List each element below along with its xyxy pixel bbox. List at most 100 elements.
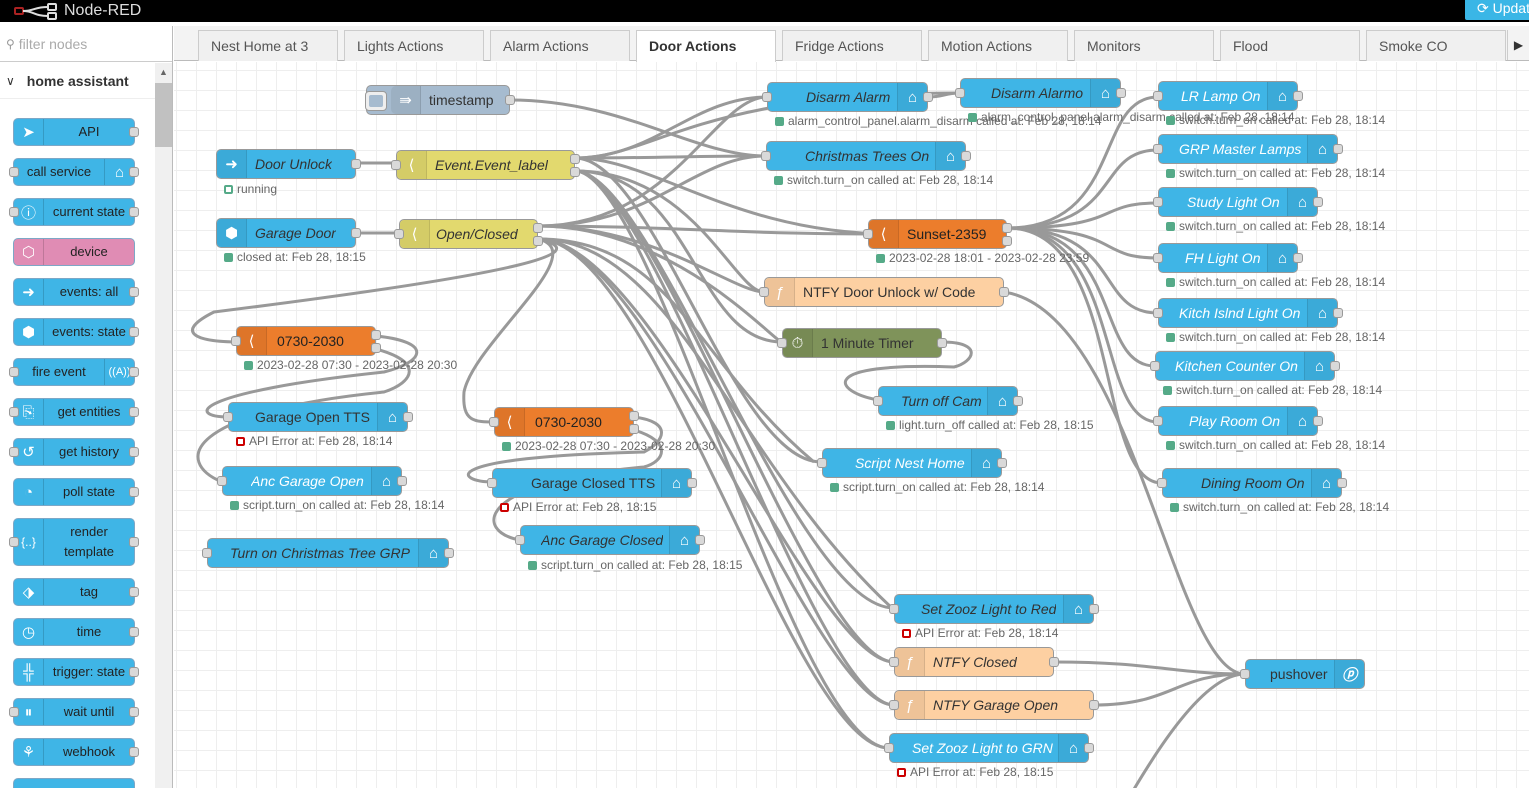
output-port[interactable] bbox=[961, 151, 971, 161]
input-port[interactable] bbox=[1153, 308, 1163, 318]
call-service-node-garage-open-tts[interactable]: Garage Open TTS ⌂ bbox=[223, 402, 413, 432]
palette-node-events-all[interactable]: ➜events: all bbox=[13, 278, 139, 306]
input-port[interactable] bbox=[889, 657, 899, 667]
output-port[interactable] bbox=[1089, 700, 1099, 710]
output-port[interactable] bbox=[129, 537, 139, 547]
input-port[interactable] bbox=[487, 478, 497, 488]
tab-smoke-co[interactable]: Smoke CO bbox=[1366, 30, 1506, 61]
input-port[interactable] bbox=[217, 476, 227, 486]
output-port[interactable] bbox=[403, 412, 413, 422]
input-port[interactable] bbox=[231, 336, 241, 346]
output-port[interactable] bbox=[1313, 197, 1323, 207]
time-range-node-2[interactable]: ⟨ 0730-2030 bbox=[489, 407, 639, 437]
palette-node-wait-until[interactable]: ⏸wait until bbox=[9, 698, 139, 726]
input-port[interactable] bbox=[9, 707, 19, 717]
tab-flood[interactable]: Flood bbox=[1220, 30, 1360, 61]
output-port[interactable] bbox=[1116, 88, 1126, 98]
palette-node-get-history[interactable]: ↺get history bbox=[9, 438, 139, 466]
palette-node-webhook[interactable]: ⚘webhook bbox=[13, 738, 139, 766]
output-port[interactable] bbox=[1293, 91, 1303, 101]
tab-alarm-actions[interactable]: Alarm Actions bbox=[490, 30, 630, 61]
input-port[interactable] bbox=[955, 88, 965, 98]
call-service-node-disarm-alarm[interactable]: Disarm Alarm ⌂ bbox=[762, 82, 933, 112]
call-service-node-christmas-grp[interactable]: Turn on Christmas Tree GRP ⌂ bbox=[202, 538, 454, 568]
delay-node-timer[interactable]: ⏱ 1 Minute Timer bbox=[777, 328, 947, 358]
call-service-node-turn-off-cam[interactable]: Turn off Cam ⌂ bbox=[873, 386, 1023, 416]
output-port[interactable] bbox=[937, 338, 947, 348]
output-port[interactable] bbox=[397, 476, 407, 486]
tab-motion-actions[interactable]: Motion Actions bbox=[928, 30, 1068, 61]
output-port[interactable] bbox=[371, 330, 381, 340]
palette-node-trigger-state[interactable]: ╬trigger: state bbox=[13, 658, 139, 686]
output-port[interactable] bbox=[695, 535, 705, 545]
output-port[interactable] bbox=[351, 228, 361, 238]
events-state-node-garage-door[interactable]: ⬢ Garage Door bbox=[216, 218, 361, 248]
output-port[interactable] bbox=[129, 747, 139, 757]
palette-node-get-entities[interactable]: ⎘get entities bbox=[9, 398, 139, 426]
output-port[interactable] bbox=[129, 707, 139, 717]
palette-node-api[interactable]: ➤API bbox=[13, 118, 139, 146]
output-port[interactable] bbox=[533, 223, 543, 233]
palette-node-call-service[interactable]: call service⌂ bbox=[9, 158, 139, 186]
palette-filter[interactable]: ⚲ filter nodes bbox=[0, 26, 172, 62]
input-port[interactable] bbox=[1153, 416, 1163, 426]
input-port[interactable] bbox=[889, 700, 899, 710]
function-node-ntfy-garage-open[interactable]: ƒ NTFY Garage Open bbox=[889, 690, 1099, 720]
output-port[interactable] bbox=[570, 154, 580, 164]
output-port[interactable] bbox=[371, 343, 381, 353]
output-port[interactable] bbox=[570, 167, 580, 177]
function-node-ntfy-closed[interactable]: ƒ NTFY Closed bbox=[889, 647, 1059, 677]
call-service-node-zooz-grn[interactable]: Set Zooz Light to GRN ⌂ bbox=[884, 733, 1094, 763]
call-service-node-kitchen-counter[interactable]: Kitchen Counter On ⌂ bbox=[1150, 351, 1340, 381]
output-port[interactable] bbox=[1089, 604, 1099, 614]
input-port[interactable] bbox=[394, 229, 404, 239]
tab-nest-home[interactable]: Nest Home at 3 bbox=[198, 30, 338, 61]
output-port[interactable] bbox=[629, 424, 639, 434]
output-port[interactable] bbox=[129, 407, 139, 417]
output-port[interactable] bbox=[1330, 361, 1340, 371]
input-port[interactable] bbox=[1157, 478, 1167, 488]
output-port[interactable] bbox=[129, 667, 139, 677]
output-port[interactable] bbox=[999, 287, 1009, 297]
output-port[interactable] bbox=[129, 167, 139, 177]
input-port[interactable] bbox=[1153, 253, 1163, 263]
input-port[interactable] bbox=[1153, 91, 1163, 101]
scrollbar-thumb[interactable] bbox=[155, 83, 172, 147]
input-port[interactable] bbox=[391, 160, 401, 170]
input-port[interactable] bbox=[9, 447, 19, 457]
input-port[interactable] bbox=[759, 287, 769, 297]
output-port[interactable] bbox=[923, 92, 933, 102]
call-service-node-study[interactable]: Study Light On ⌂ bbox=[1153, 187, 1323, 217]
output-port[interactable] bbox=[1084, 743, 1094, 753]
call-service-node-christmas-trees[interactable]: Christmas Trees On ⌂ bbox=[761, 141, 971, 171]
flow-workspace[interactable]: ⇛ timestamp ➜ Door Unlock running ⟨ Even… bbox=[174, 62, 1529, 788]
input-port[interactable] bbox=[889, 604, 899, 614]
tab-monitors[interactable]: Monitors bbox=[1074, 30, 1214, 61]
output-port[interactable] bbox=[1333, 308, 1343, 318]
output-port[interactable] bbox=[129, 287, 139, 297]
output-port[interactable] bbox=[129, 487, 139, 497]
output-port[interactable] bbox=[129, 127, 139, 137]
input-port[interactable] bbox=[1150, 361, 1160, 371]
switch-node-event-label[interactable]: ⟨ Event.Event_label bbox=[391, 150, 580, 180]
output-port[interactable] bbox=[351, 159, 361, 169]
tab-fridge-actions[interactable]: Fridge Actions bbox=[782, 30, 922, 61]
input-port[interactable] bbox=[9, 167, 19, 177]
palette-node-poll-state[interactable]: ◔poll state bbox=[13, 478, 139, 506]
call-service-node-play-room[interactable]: Play Room On ⌂ bbox=[1153, 406, 1323, 436]
deploy-button[interactable]: ⟳ Updat bbox=[1465, 0, 1529, 20]
time-range-node-1[interactable]: ⟨ 0730-2030 bbox=[231, 326, 381, 356]
input-port[interactable] bbox=[1153, 197, 1163, 207]
tab-lights-actions[interactable]: Lights Actions bbox=[344, 30, 484, 61]
output-port[interactable] bbox=[444, 548, 454, 558]
call-service-node-script-nest-home[interactable]: Script Nest Home ⌂ bbox=[817, 448, 1007, 478]
input-port[interactable] bbox=[9, 367, 19, 377]
inject-button[interactable] bbox=[365, 91, 387, 111]
input-port[interactable] bbox=[863, 229, 873, 239]
palette-node-fire-event[interactable]: fire event((A)) bbox=[9, 358, 139, 386]
output-port[interactable] bbox=[129, 367, 139, 377]
input-port[interactable] bbox=[515, 535, 525, 545]
input-port[interactable] bbox=[1240, 669, 1250, 679]
pushover-node[interactable]: pushover ⓟ bbox=[1240, 659, 1365, 689]
